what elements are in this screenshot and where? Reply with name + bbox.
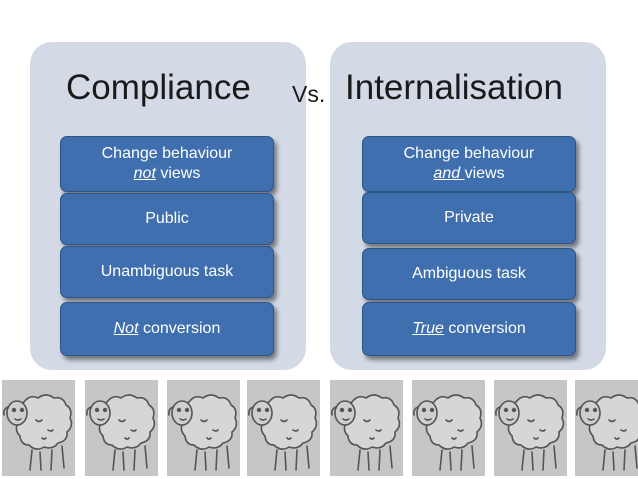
box-line: Change behaviour [101,145,233,162]
sheep-icon [575,380,638,476]
emphasis: and [433,165,465,182]
internalisation-behaviour-box: Change behaviour and views [362,136,576,192]
box-text: conversion [138,320,221,337]
sheep-icon [247,380,320,476]
box-text: Unambiguous task [100,263,234,280]
box-text: Ambiguous task [412,265,526,282]
sheep-icon [2,380,75,476]
emphasis: not [133,165,156,182]
box-line: Change behaviour [403,145,535,162]
compliance-task-box: Unambiguous task [60,246,274,298]
sheep-icon [412,380,485,476]
box-line: and views [433,164,504,184]
compliance-behaviour-box: Change behaviour not views [60,136,274,192]
sheep-row [0,380,638,479]
sheep-icon [85,380,158,476]
internalisation-private-box: Private [362,192,576,244]
emphasis: True [412,320,444,337]
sheep-icon [330,380,403,476]
internalisation-conversion-box: True conversion [362,302,576,356]
internalisation-title: Internalisation [345,68,563,107]
compliance-title: Compliance [66,68,251,107]
box-text: views [464,165,505,182]
sheep-icon [167,380,240,476]
emphasis: Not [113,320,139,337]
box-text: conversion [443,320,526,337]
internalisation-task-box: Ambiguous task [362,248,576,300]
vs-label: Vs. [292,81,326,107]
compliance-conversion-box: Not conversion [60,302,274,356]
box-text: views [155,165,201,182]
box-text: Public [145,210,189,227]
box-line: True conversion [412,319,526,339]
compliance-public-box: Public [60,193,274,245]
box-line: Not conversion [114,319,221,339]
sheep-icon [494,380,567,476]
box-line: not views [134,164,201,184]
box-text: Private [444,209,494,226]
